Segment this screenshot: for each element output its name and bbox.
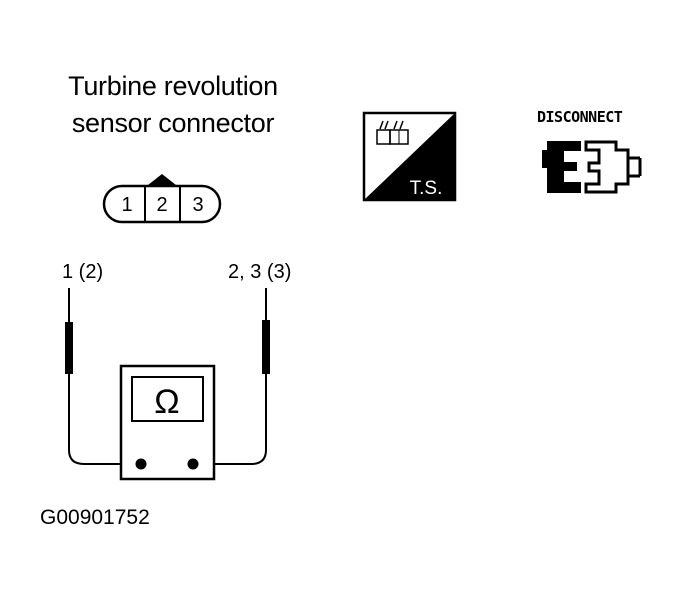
disconnect-icon <box>542 140 642 194</box>
ohmmeter-display <box>131 376 204 422</box>
disconnect-label: DISCONNECT <box>537 108 623 126</box>
ohmmeter-terminal-left <box>135 458 147 470</box>
connector-pin-2: 2 <box>156 194 167 216</box>
right-probe <box>194 288 270 465</box>
connector-pin-3: 3 <box>192 194 203 216</box>
ohm-symbol: Ω <box>154 383 179 421</box>
figure-code: G00901752 <box>40 506 150 529</box>
ohmmeter: Ω <box>119 364 216 481</box>
connector-title-line1: Turbine revolution <box>68 71 278 101</box>
connector-title: Turbine revolution sensor connector <box>38 68 308 142</box>
connector-icon: 1 2 3 <box>102 174 222 224</box>
connector-shell <box>102 184 222 224</box>
ts-icon-label: T.S. <box>410 178 443 199</box>
ohmmeter-terminal-right <box>187 458 199 470</box>
connector-pin-1: 1 <box>121 194 132 216</box>
connector-title-line2: sensor connector <box>71 108 275 138</box>
ts-icon: T.S. <box>362 111 457 202</box>
connector-key-tab <box>148 174 176 185</box>
left-probe-label: 1 (2) <box>62 261 103 283</box>
left-probe <box>65 288 140 465</box>
right-probe-label: 2, 3 (3) <box>228 261 291 283</box>
